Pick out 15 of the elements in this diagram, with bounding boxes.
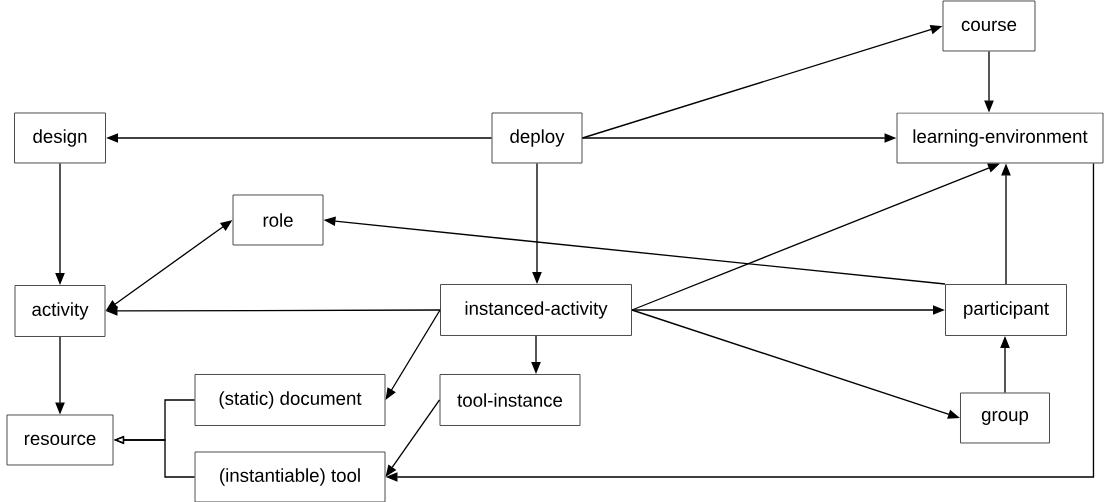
process-box: tool-instance <box>439 374 581 426</box>
process-box: learning-environment <box>896 112 1104 164</box>
process-box: instanced-activity <box>440 284 632 336</box>
arrow <box>385 309 441 400</box>
process-box: resource <box>6 414 114 466</box>
process-box: deploy <box>491 112 583 164</box>
process-box: participant <box>945 284 1067 336</box>
process-box: (instantiable) tool <box>194 451 386 502</box>
arrow <box>385 399 441 477</box>
process-box: design <box>14 112 106 164</box>
process-box: activity <box>14 285 106 337</box>
process-box: (static) document <box>194 374 386 426</box>
process-box: role <box>232 194 324 246</box>
process-box: course <box>942 0 1036 52</box>
process-box: group <box>960 392 1050 444</box>
